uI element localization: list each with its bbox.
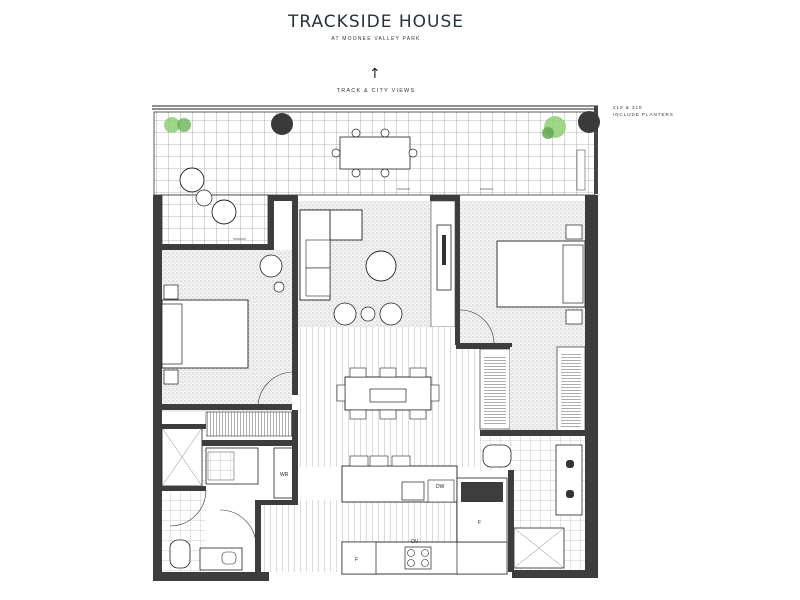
exterior-walls [153, 195, 598, 581]
balcony [152, 105, 598, 248]
bedroom-2 [161, 250, 293, 437]
views-label: TRACK & CITY VIEWS [336, 88, 416, 94]
dishwasher-label: DW [436, 484, 445, 490]
planter-left [164, 117, 191, 133]
oven-label: OV [411, 539, 419, 545]
door-arrows [233, 188, 493, 240]
planter-note: 210 & 310 INCLUDE PLANTERS [613, 104, 674, 118]
plan-title: TRACKSIDE HOUSE [287, 12, 465, 32]
pot-left [271, 113, 293, 135]
north-arrow-icon: ↑ [369, 66, 381, 82]
wardrobe-label: WR [280, 472, 289, 478]
fridge-label-kitchen: F [355, 557, 358, 563]
master-bedroom [456, 201, 586, 436]
balcony-lounge-chairs [179, 167, 237, 225]
pot-right [578, 111, 600, 133]
interior-walls [162, 410, 298, 572]
planter-note-line-1: 210 & 310 [613, 105, 643, 110]
plan-subtitle: AT MOONEE VALLEY PARK [331, 36, 421, 42]
timber-floor [262, 327, 479, 572]
planter-note-line-2: INCLUDE PLANTERS [613, 112, 674, 117]
fridge-label: F [478, 520, 481, 526]
living-room [298, 200, 456, 328]
dining-table [336, 367, 440, 420]
balcony-dining-table [331, 128, 418, 178]
bathroom [161, 427, 297, 572]
ensuite [480, 436, 585, 572]
planter-right [542, 116, 566, 139]
kitchen [341, 455, 508, 575]
